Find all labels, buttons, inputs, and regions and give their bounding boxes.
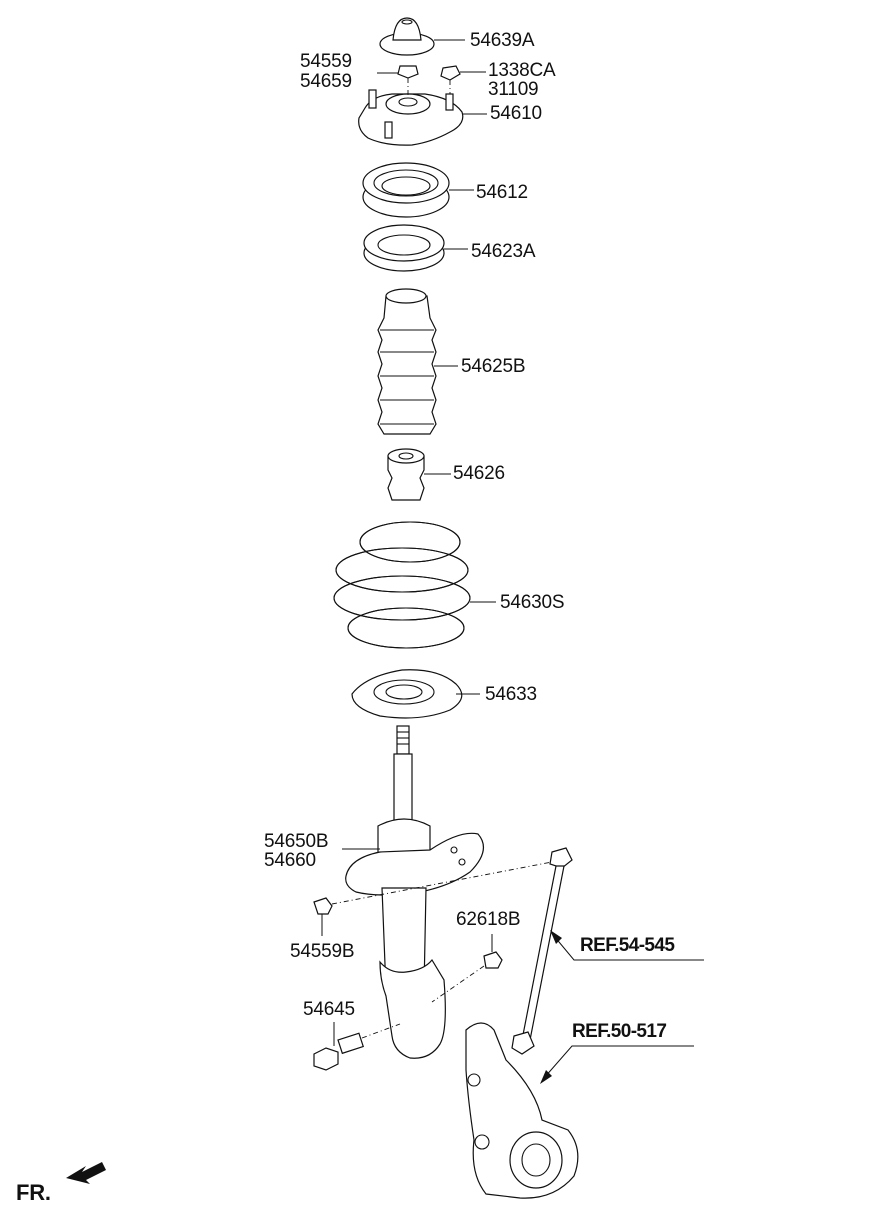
dust-cap-part (379, 17, 435, 56)
part-label-54659: 54659 (300, 71, 352, 92)
spring-seat-part (351, 669, 463, 719)
strut-bearing-part (362, 162, 450, 218)
front-arrow-icon (66, 1162, 106, 1184)
stabilizer-nut-part (483, 951, 503, 969)
strut-nut-part (313, 897, 333, 915)
stabilizer-link-part (511, 847, 573, 1055)
part-label-54633: 54633 (485, 684, 537, 705)
part-label-62618b: 62618B (456, 909, 521, 930)
dust-boot-part (377, 288, 437, 435)
part-label-54559: 54559 (300, 51, 352, 72)
part-label-31109: 31109 (488, 79, 539, 100)
strut-assembly-part (345, 725, 485, 1059)
part-label-54625b: 54625B (461, 356, 526, 377)
strut-bolt-part (313, 1032, 365, 1071)
part-label-54559b: 54559B (290, 941, 355, 962)
part-label-54645: 54645 (303, 999, 355, 1020)
part-label-54610: 54610 (490, 103, 542, 124)
part-label-54660: 54660 (264, 850, 316, 871)
strut-mount-part (358, 65, 464, 146)
bump-stopper-part (387, 448, 425, 501)
part-label-1338ca: 1338CA (488, 60, 556, 81)
ref-label-54-545: REF.54-545 (580, 935, 675, 956)
part-label-54639a: 54639A (470, 30, 535, 51)
part-label-54623a: 54623A (471, 241, 536, 262)
steering-knuckle-part (465, 1022, 579, 1199)
ref-label-50-517: REF.50-517 (572, 1021, 667, 1042)
part-label-54626: 54626 (453, 463, 505, 484)
front-direction-label: FR. (16, 1180, 51, 1205)
part-label-54630s: 54630S (500, 592, 565, 613)
part-label-54612: 54612 (476, 182, 528, 203)
part-label-54650b: 54650B (264, 831, 329, 852)
upper-insulator-part (363, 224, 445, 272)
coil-spring-part (333, 521, 471, 649)
